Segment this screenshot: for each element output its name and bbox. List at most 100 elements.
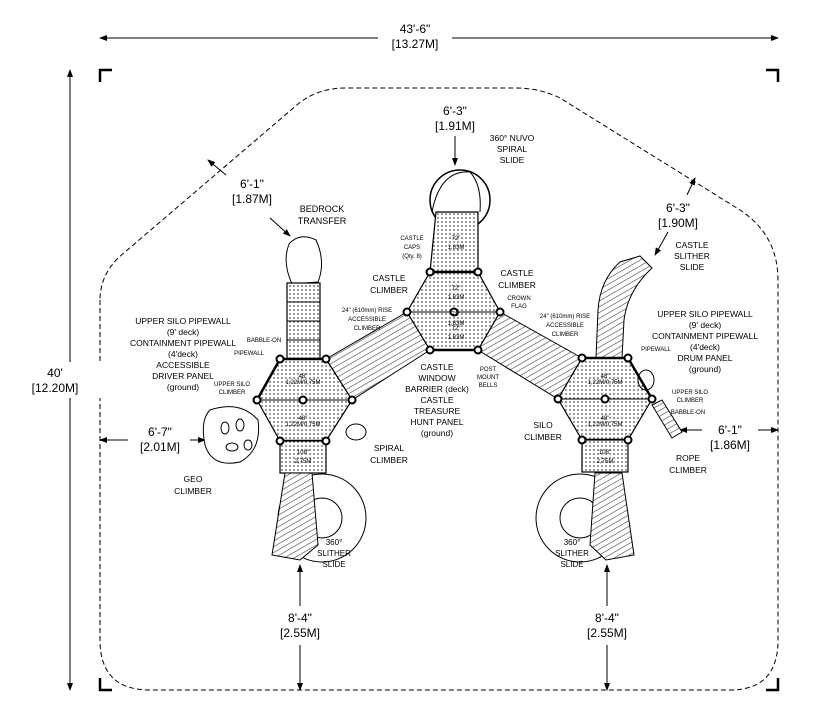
label-line: 360° [564,538,581,547]
label-line: (9' deck) [167,327,199,337]
label-line: (Qty. 8) [402,254,422,260]
post [623,435,633,445]
geo-climber [202,406,260,464]
deck-height-center-mid: 72" [452,312,461,318]
label-line: TREASURE [414,406,461,416]
label-line: SPIRAL [374,443,405,453]
label-upper-left: UPPER SILO PIPEWALL(9' deck)CONTAINMENT … [130,316,236,392]
deck-height-center-mid: 1,83M [448,321,465,327]
right-slither-slide [589,472,635,561]
label-line: FLAG [511,304,527,310]
deck-height-left-base: 108" [297,450,309,456]
label-line: (4'deck) [690,342,720,352]
deck-height-center-lower: 1,83M [448,335,465,341]
label-line: CONTAINMENT PIPEWALL [130,338,236,348]
right-base-deck [581,439,629,473]
deck-height-center-upper: 72" [452,286,461,292]
label-line: CLIMBER [669,465,707,475]
right-clearance-metric: [1.86M] [710,438,750,452]
bottom-left-clearance-metric: [2.55M] [280,626,320,640]
label-line: SPIRAL [497,144,528,154]
deck-height-left-base: 2,75M [295,459,312,465]
deck-height-labels: 48"1,22M/0,75M48"1,22M/0,75M108"2,75M72"… [285,236,622,465]
label-line: PIPEWALL [641,347,671,353]
label-line: 360° [326,538,343,547]
castle-slither-slide [595,255,653,359]
deck-height-left-lower: 48" [299,416,308,422]
center-tower-top-deck [429,211,479,273]
label-line: (9' deck) [689,320,721,330]
post [495,307,505,317]
overall-depth-imperial: 40' [47,366,63,380]
label-line: CLIMBER [524,432,562,442]
post [252,395,262,405]
label-line: UPPER SILO [672,390,708,396]
label-line: CAPS [404,245,420,251]
bedrock-clearance-metric: [1.87M] [232,192,272,206]
drum-panel [637,369,655,391]
label-crown-flag: CROWN FLAG [507,296,530,310]
post [298,395,308,405]
bedrock-transfer [285,236,322,285]
post [402,307,412,317]
label-line: UPPER SILO [214,382,250,388]
deck-height-right-lower: 48" [601,416,610,422]
label-line: WINDOW [418,373,455,383]
post [577,435,587,445]
label-line: CLIMBER [498,280,536,290]
post [425,267,435,277]
label-silo-climber: SILO CLIMBER [524,420,562,442]
label-line: (ground) [421,428,453,438]
label-line: CROWN [507,296,530,302]
deck-height-center-upper: 1,83M [448,295,465,301]
use-zone-boundary [99,87,779,691]
label-line: SILO [533,420,553,430]
post [449,307,459,317]
label-line: ACCESSIBLE [348,317,386,323]
label-line: CLIMBER [174,486,212,496]
overall-width-imperial: 43'-6" [400,22,431,36]
label-line: (ground) [689,364,721,374]
label-line: BEDROCK [300,204,345,214]
play-structure [202,169,683,563]
label-line: CONTAINMENT PIPEWALL [652,331,758,341]
label-line: SLITHER [555,549,589,558]
post [347,395,357,405]
label-line: CLIMBER [552,332,579,338]
overall-depth-metric: [12.20M] [32,381,79,395]
label-line: UPPER SILO PIPEWALL [135,316,231,326]
post [473,345,483,355]
label-line: BARRIER (deck) [405,384,469,394]
label-line: UPPER SILO PIPEWALL [657,309,753,319]
deck-height-right-upper: 48" [601,374,610,380]
deck-height-center-lower: 72" [452,326,461,332]
post [321,354,331,364]
deck-height-left-upper: 1,22M/0,75M [285,380,320,386]
rope-climber [651,399,683,439]
label-line: CASTLE [400,236,423,242]
post [321,436,331,446]
label-line: DRIVER PANEL [152,371,214,381]
label-line: CLIMBER [370,285,408,295]
post [577,353,587,363]
label-castle-caps: CASTLE CAPS (Qty. 8) [400,236,423,260]
deck-height-right-base: 2,75M [597,459,614,465]
label-line: CLIMBER [677,398,704,404]
bottom-right-clearance-metric: [2.55M] [587,626,627,640]
label-line: TRANSFER [298,216,347,226]
label-pipewall-left: PIPEWALL [234,351,264,357]
castle-slide-clearance-imperial: 6'-3" [666,201,690,215]
spiral-climber [345,423,367,441]
label-line: DRUM PANEL [677,353,732,363]
post [553,394,563,404]
label-line: CASTLE [420,362,453,372]
